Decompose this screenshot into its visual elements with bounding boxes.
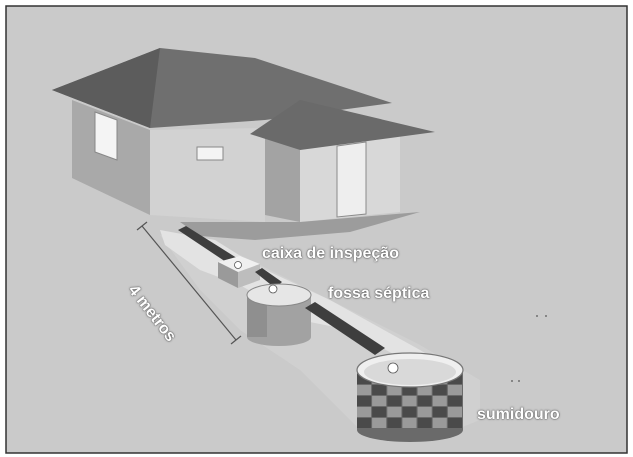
brick: [402, 385, 417, 395]
brick: [447, 385, 462, 395]
brick: [432, 385, 447, 395]
pipe: [255, 268, 282, 288]
sumidouro: [356, 352, 464, 442]
brick: [417, 396, 432, 406]
brick: [357, 396, 372, 406]
brick: [372, 418, 387, 428]
brick: [372, 407, 387, 417]
brick: [432, 418, 447, 428]
house-front-wall: [150, 128, 265, 222]
brick: [447, 396, 462, 406]
label-fossa-septica: fossa séptica: [328, 285, 430, 302]
label-caixa-de-inspecao: caixa de inspeção: [262, 245, 399, 262]
pipe: [305, 302, 385, 355]
brick: [357, 418, 372, 428]
label-sumidouro: sumidouro: [477, 406, 560, 423]
brick: [357, 385, 372, 395]
brick: [402, 418, 417, 428]
distance-dimension: [136, 221, 242, 345]
brick: [432, 396, 447, 406]
patio: [180, 212, 420, 240]
brick: [402, 396, 417, 406]
window-icon: [94, 111, 118, 161]
annex-building: [250, 100, 435, 222]
brick: [447, 407, 462, 417]
brick: [432, 407, 447, 417]
brick: [402, 407, 417, 417]
brick: [417, 385, 432, 395]
brick: [417, 418, 432, 428]
brick: [387, 385, 402, 395]
door-icon: [336, 141, 367, 218]
fossa-septica: [246, 283, 312, 346]
caixa-de-inspecao: [218, 256, 260, 288]
brick: [387, 396, 402, 406]
brick: [417, 407, 432, 417]
brick: [387, 407, 402, 417]
pipe: [178, 226, 240, 266]
brick: [447, 418, 462, 428]
brick: [372, 396, 387, 406]
brick: [372, 385, 387, 395]
brick: [357, 407, 372, 417]
brick: [387, 418, 402, 428]
annex-roof: [250, 100, 435, 150]
window-icon: [196, 146, 224, 161]
